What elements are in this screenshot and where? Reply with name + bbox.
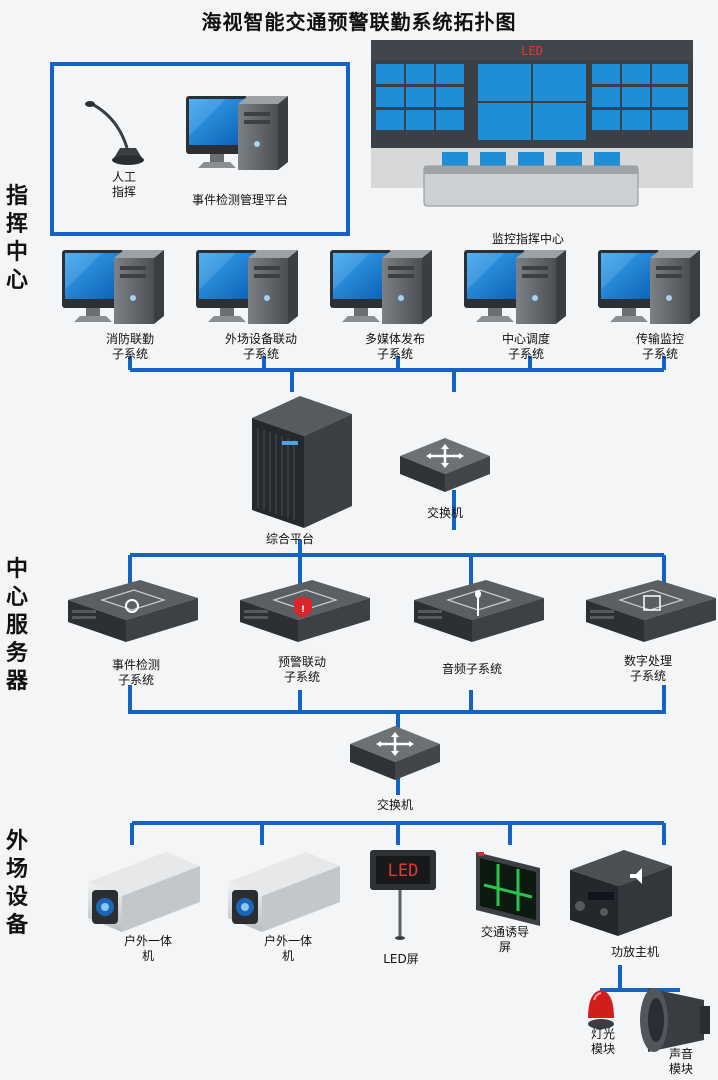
event-platform-label: 事件检测管理平台 [191, 193, 288, 207]
light-module-label: 灯光 模块 [578, 1027, 628, 1057]
label-line: 数字处理 [623, 654, 672, 668]
label-line: 外场设备联动 [224, 332, 297, 346]
label-line: 事件检测 [111, 658, 160, 672]
horn-speaker [640, 988, 710, 1052]
subsystem-label-fire: 消防联勤 子系统 [80, 332, 180, 362]
led-screen-device [370, 850, 436, 940]
section-char: 心 [5, 268, 28, 293]
label-line: 子系统 [641, 347, 678, 361]
label-line: 子系统 [111, 347, 148, 361]
label-line: 户外一体 [123, 934, 172, 948]
section-char: 务 [5, 641, 28, 666]
section-label-text: 外场设备 [4, 828, 30, 940]
camera-label-2: 户外一体 机 [238, 934, 338, 964]
integrated-platform-label: 综合平台 [265, 532, 314, 546]
sound-module-label: 声音 模块 [656, 1047, 706, 1077]
section-label-text: 中心服务器 [4, 556, 30, 696]
warning-light [588, 990, 614, 1029]
label-line: 交通诱导 [480, 925, 529, 939]
label-line: 中心调度 [501, 332, 550, 346]
microphone-icon [85, 101, 144, 165]
section-char: 中 [5, 240, 28, 265]
label-line: 消防联勤 [105, 332, 154, 346]
label-line: 机 [281, 949, 294, 963]
page-title: 海视智能交通预警联勤系统拓扑图 [201, 10, 517, 34]
label-line: 传输监控 [635, 332, 684, 346]
label-line: 子系统 [376, 347, 413, 361]
section-char: 心 [5, 585, 28, 610]
label-line: 模块 [668, 1062, 693, 1076]
subsystem-label-transmission: 传输监控 子系统 [610, 332, 710, 362]
label-line: 声音 [668, 1047, 693, 1061]
label-line: 子系统 [242, 347, 279, 361]
server-label-event-detection: 事件检测 子系统 [86, 658, 186, 688]
speaker-icon [630, 868, 642, 884]
label-line: 人工 [111, 170, 136, 184]
label-line: 指挥 [111, 185, 136, 199]
led-screen-label: LED屏 [383, 952, 419, 966]
label-line: 子系统 [507, 347, 544, 361]
section-char: 中 [5, 557, 28, 582]
guide-screen-label: 交通诱导 屏 [460, 925, 550, 955]
server-label-digital-processing: 数字处理 子系统 [598, 654, 698, 684]
switch-label-1: 交换机 [426, 506, 463, 520]
camera-label-1: 户外一体 机 [98, 934, 198, 964]
label-line: 模块 [590, 1042, 615, 1056]
label-line: 子系统 [283, 670, 320, 684]
section-char: 指 [5, 184, 28, 209]
svg-text:!: ! [301, 605, 305, 615]
section-char: 设 [5, 885, 28, 910]
label-line: 户外一体 [263, 934, 312, 948]
label-line: 机 [141, 949, 154, 963]
monitor-center-label: 监控指挥中心 [491, 232, 564, 246]
server-label-alert-linkage: 预警联动 子系统 [252, 655, 352, 685]
section-label-field-equipment: 外场设备 [4, 828, 30, 940]
label-line: 音频子系统 [441, 662, 502, 676]
label-line: 子系统 [629, 669, 666, 683]
subsystem-label-field-linkage: 外场设备联动 子系统 [206, 332, 316, 362]
label-line: 多媒体发布 [364, 332, 425, 346]
magnifier-icon [125, 599, 139, 613]
switch-label-2: 交换机 [376, 798, 413, 812]
subsystem-label-multimedia: 多媒体发布 子系统 [340, 332, 450, 362]
section-char: 场 [5, 857, 28, 882]
signal-processing-icon [643, 595, 661, 611]
section-label-command-center: 指挥中心 [4, 183, 30, 295]
label-line: 灯光 [590, 1027, 615, 1041]
subsystem-label-dispatch: 中心调度 子系统 [476, 332, 576, 362]
warning-shield-icon [294, 596, 312, 618]
server-label-audio: 音频子系统 [422, 662, 522, 677]
integrated-platform-rack [252, 396, 352, 528]
section-char: 服 [5, 613, 28, 638]
traffic-guide-screen [476, 852, 540, 926]
command-center-frame [50, 62, 350, 236]
led-screen-text: LED [388, 861, 419, 881]
section-char: 外 [5, 829, 28, 854]
section-label-text: 指挥中心 [4, 183, 30, 295]
label-line: 屏 [498, 940, 511, 954]
section-char: 挥 [5, 212, 28, 237]
amplifier-label: 功放主机 [610, 945, 659, 959]
manual-command-label: 人工 指挥 [104, 170, 144, 200]
amplifier-host [570, 850, 672, 936]
video-wall [371, 40, 693, 207]
video-wall-led-text: LED [521, 44, 543, 58]
section-char: 备 [5, 913, 28, 938]
label-line: 预警联动 [277, 655, 326, 669]
section-char: 器 [5, 669, 28, 694]
label-line: 子系统 [117, 673, 154, 687]
section-label-central-server: 中心服务器 [4, 556, 30, 696]
